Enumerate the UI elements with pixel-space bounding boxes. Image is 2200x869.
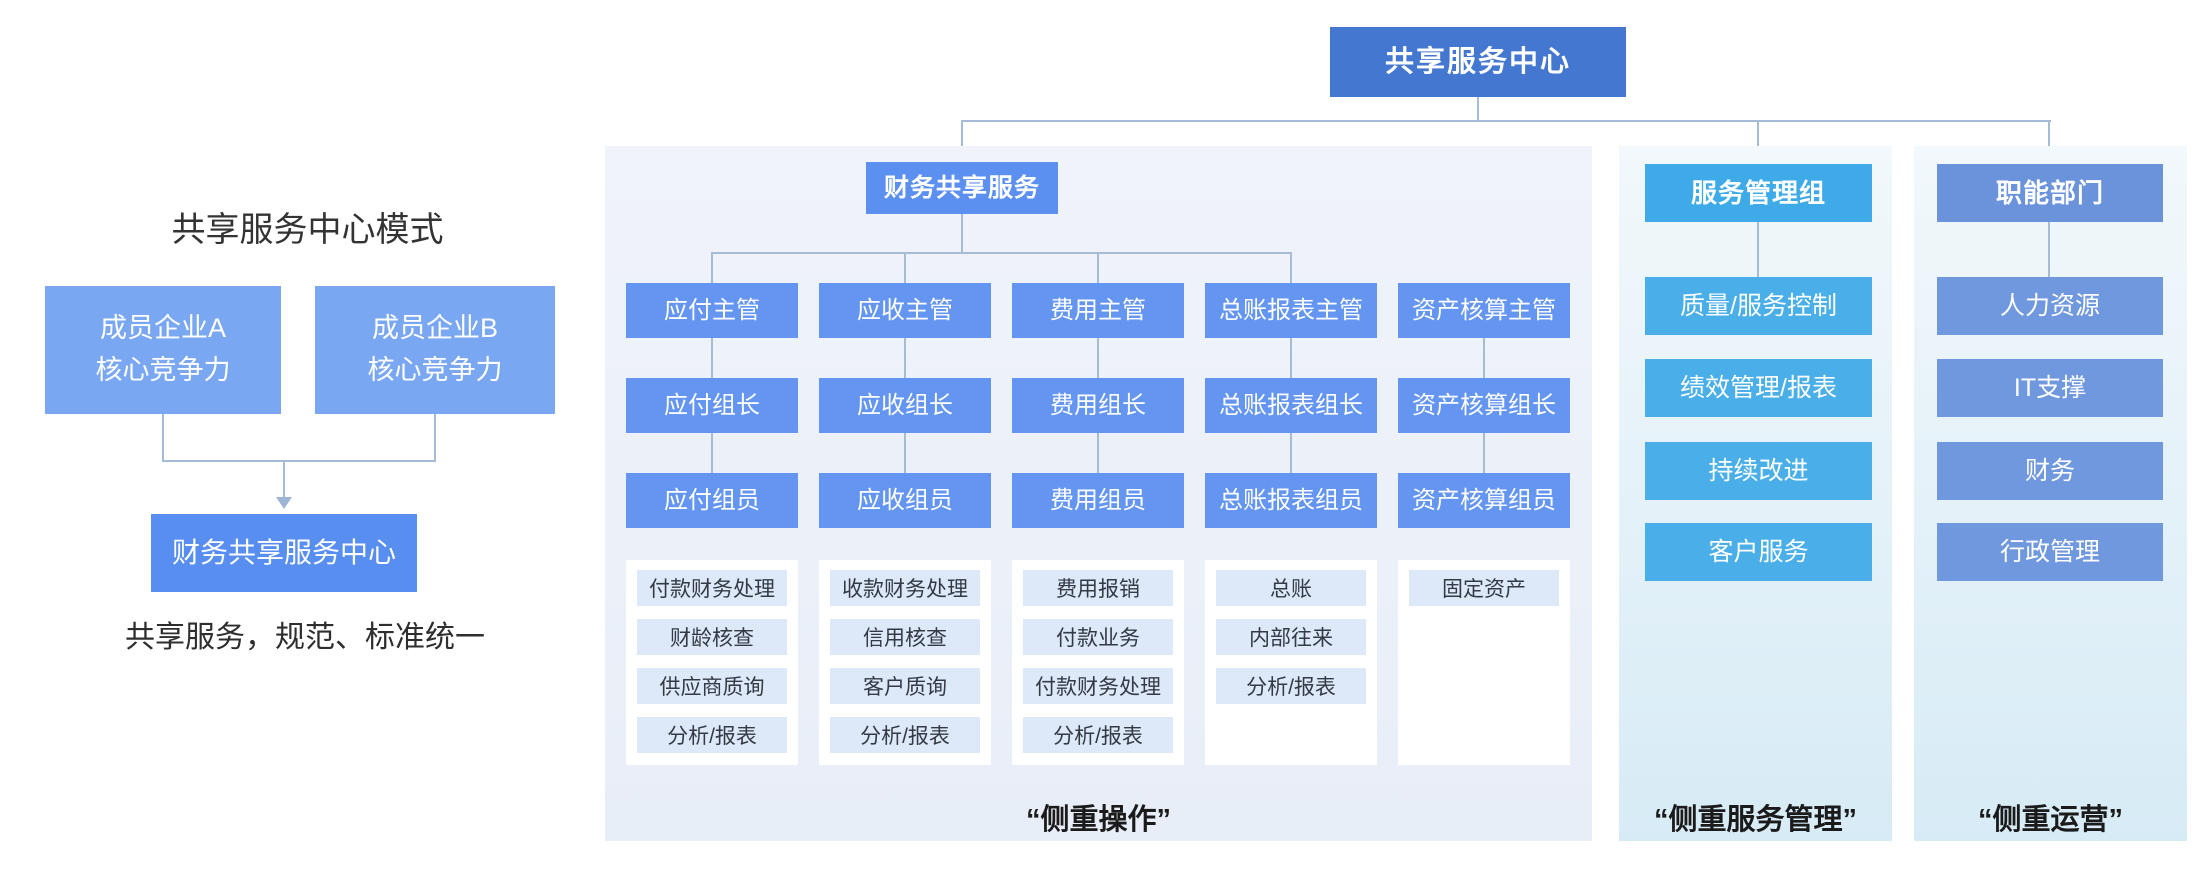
- member-a-line1: 成员企业A: [99, 313, 226, 344]
- task-item: 总账: [1216, 570, 1366, 606]
- task-item: 付款财务处理: [1023, 668, 1173, 704]
- task-item: 付款业务: [1023, 619, 1173, 655]
- manager-box-ledger: 总账报表主管: [1205, 283, 1377, 338]
- member-b-line1: 成员企业B: [371, 313, 498, 344]
- task-card-receivables: 收款财务处理 信用核查 客户质询 分析/报表: [819, 560, 991, 765]
- connector-line: [2048, 222, 2050, 277]
- function-panel-caption: “侧重运营”: [1977, 804, 2123, 836]
- staff-box-assets: 资产核算组员: [1398, 473, 1570, 528]
- manager-box-expense: 费用主管: [1012, 283, 1184, 338]
- task-item: 分析/报表: [830, 717, 980, 753]
- task-item: 内部往来: [1216, 619, 1366, 655]
- connector-line: [434, 414, 436, 462]
- staff-box-receivables: 应收组员: [819, 473, 991, 528]
- connector-line: [961, 120, 2051, 122]
- task-item: 收款财务处理: [830, 570, 980, 606]
- member-company-a-box: 成员企业A 核心竞争力: [45, 286, 281, 414]
- staff-box-ledger: 总账报表组员: [1205, 473, 1377, 528]
- connector-line: [1097, 338, 1099, 378]
- manager-box-assets: 资产核算主管: [1398, 283, 1570, 338]
- service-item-improvement: 持续改进: [1645, 442, 1872, 500]
- leader-box-payables: 应付组长: [626, 378, 798, 433]
- connector-line: [1757, 120, 1759, 164]
- left-section-caption: 共享服务，规范、标准统一: [125, 621, 485, 654]
- service-item-performance: 绩效管理/报表: [1645, 359, 1872, 417]
- task-item: 费用报销: [1023, 570, 1173, 606]
- service-item-quality: 质量/服务控制: [1645, 277, 1872, 335]
- connector-line: [904, 252, 906, 283]
- task-item: 分析/报表: [1023, 717, 1173, 753]
- service-panel-caption: “侧重服务管理”: [1653, 804, 1857, 836]
- connector-line: [283, 460, 285, 500]
- connector-line: [1483, 338, 1485, 378]
- finance-panel-caption: “侧重操作”: [1025, 804, 1171, 836]
- task-item: 付款财务处理: [637, 570, 787, 606]
- connector-line: [1097, 252, 1099, 283]
- connector-line: [1097, 433, 1099, 473]
- service-item-customer: 客户服务: [1645, 523, 1872, 581]
- connector-line: [1477, 97, 1479, 122]
- connector-line: [1290, 433, 1292, 473]
- leader-box-expense: 费用组长: [1012, 378, 1184, 433]
- staff-box-expense: 费用组员: [1012, 473, 1184, 528]
- task-item: 信用核查: [830, 619, 980, 655]
- member-a-line2: 核心竞争力: [95, 355, 231, 385]
- leader-box-receivables: 应收组长: [819, 378, 991, 433]
- left-section-title: 共享服务中心模式: [171, 211, 444, 249]
- connector-line: [711, 252, 713, 283]
- connector-line: [162, 460, 436, 462]
- function-item-admin: 行政管理: [1937, 523, 2163, 581]
- connector-line: [1483, 433, 1485, 473]
- service-panel-header: 服务管理组: [1645, 164, 1872, 222]
- finance-panel-header: 财务共享服务: [866, 162, 1058, 214]
- member-b-line2: 核心竞争力: [367, 355, 503, 385]
- manager-box-payables: 应付主管: [626, 283, 798, 338]
- connector-line: [711, 338, 713, 378]
- manager-box-receivables: 应收主管: [819, 283, 991, 338]
- task-card-assets: 固定资产: [1398, 560, 1570, 765]
- member-company-b-box: 成员企业B 核心竞争力: [315, 286, 555, 414]
- task-item: 分析/报表: [1216, 668, 1366, 704]
- function-item-finance: 财务: [1937, 442, 2163, 500]
- leader-box-ledger: 总账报表组长: [1205, 378, 1377, 433]
- function-item-it: IT支撑: [1937, 359, 2163, 417]
- connector-line: [904, 338, 906, 378]
- connector-line: [1290, 338, 1292, 378]
- down-arrow-icon: [276, 497, 292, 509]
- task-item: 财龄核查: [637, 619, 787, 655]
- connector-line: [711, 433, 713, 473]
- connector-line: [2048, 120, 2050, 164]
- connector-line: [904, 433, 906, 473]
- staff-box-payables: 应付组员: [626, 473, 798, 528]
- task-item: 固定资产: [1409, 570, 1559, 606]
- task-item: 客户质询: [830, 668, 980, 704]
- function-panel-header: 职能部门: [1937, 164, 2163, 222]
- connector-line: [1290, 252, 1292, 283]
- root-node-box: 共享服务中心: [1330, 27, 1626, 97]
- connector-line: [1757, 222, 1759, 277]
- connector-line: [961, 120, 963, 162]
- task-item: 分析/报表: [637, 717, 787, 753]
- task-card-ledger: 总账 内部往来 分析/报表: [1205, 560, 1377, 765]
- task-card-payables: 付款财务处理 财龄核查 供应商质询 分析/报表: [626, 560, 798, 765]
- task-card-expense: 费用报销 付款业务 付款财务处理 分析/报表: [1012, 560, 1184, 765]
- finance-shared-center-box: 财务共享服务中心: [151, 514, 417, 592]
- leader-box-assets: 资产核算组长: [1398, 378, 1570, 433]
- function-item-hr: 人力资源: [1937, 277, 2163, 335]
- task-item: 供应商质询: [637, 668, 787, 704]
- connector-line: [961, 214, 963, 252]
- connector-line: [711, 252, 1292, 254]
- connector-line: [162, 414, 164, 462]
